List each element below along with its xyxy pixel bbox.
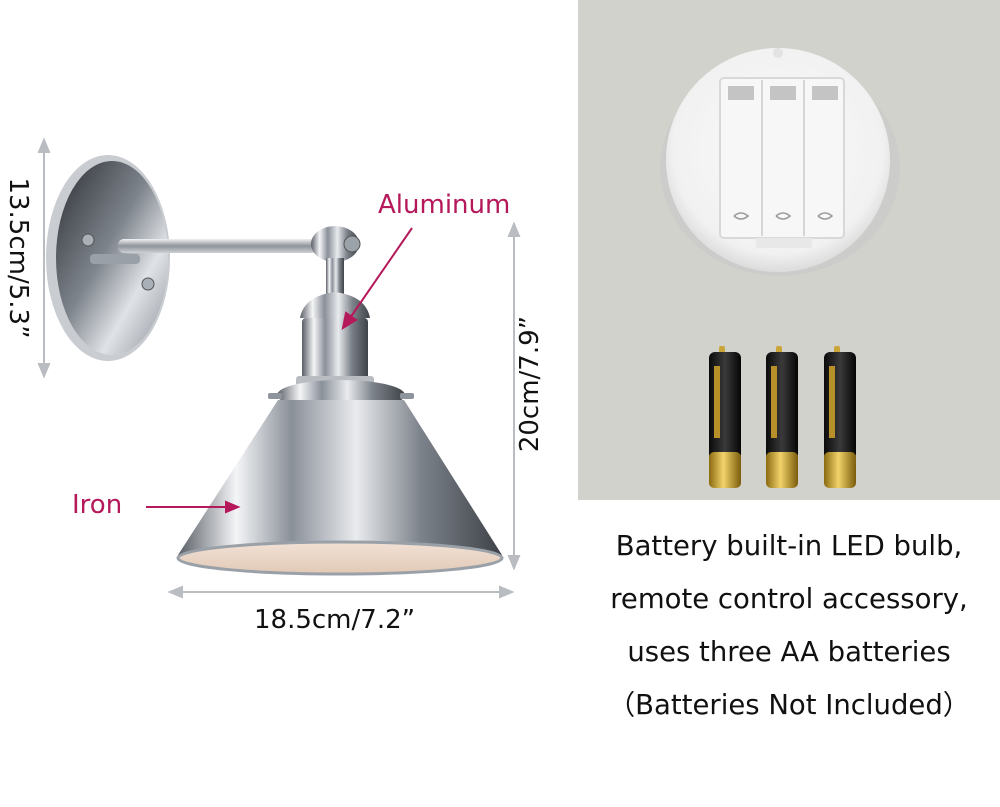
wall-sconce-illustration (37, 137, 521, 599)
lamp-arm (118, 239, 318, 253)
aa-battery (824, 346, 856, 488)
caption-line-2: remote control accessory, (610, 583, 968, 615)
lamp-diagram: Aluminum Iron 13.5cm/5.3” 20cm/7.9” 18.5… (3, 137, 545, 635)
aa-battery (766, 346, 798, 488)
caption-line-4: （Batteries Not Included） (607, 689, 971, 721)
caption-line-1: Battery built-in LED bulb, (615, 530, 963, 562)
iron-label: Iron (72, 490, 123, 520)
backplate-height-label: 13.5cm/5.3” (3, 177, 33, 339)
socket-holder (302, 318, 368, 380)
battery-photo (578, 0, 1000, 500)
aa-batteries (709, 346, 856, 488)
shade-interior (176, 540, 504, 576)
socket-cap (300, 292, 370, 318)
swivel-joint (311, 226, 359, 262)
aluminum-label: Aluminum (378, 190, 511, 220)
product-caption: Battery built-in LED bulb, remote contro… (578, 520, 1000, 732)
callout-arrows (146, 227, 413, 514)
lamp-shade (178, 400, 502, 555)
caption-line-3: uses three AA batteries (627, 636, 951, 668)
lamp-height-label: 20cm/7.9” (515, 315, 545, 453)
aa-battery (709, 346, 741, 488)
dimension-lines (37, 137, 521, 599)
shade-width-label: 18.5cm/7.2” (254, 605, 416, 635)
battery-holder-illustration (660, 48, 900, 488)
